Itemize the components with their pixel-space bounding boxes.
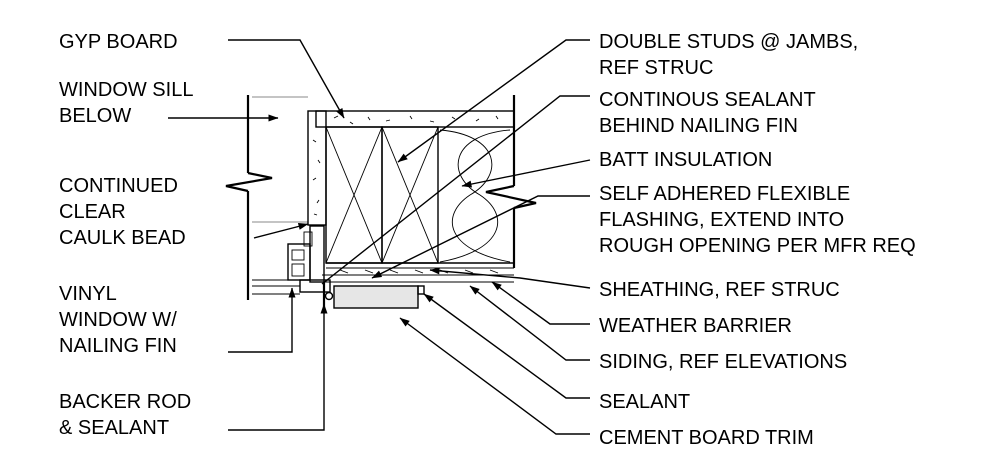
label-continuous-sealant: CONTINOUS SEALANT BEHIND NAILING FIN [599, 89, 821, 137]
left-labels: GYP BOARD WINDOW SILL BELOW CONTINUED CL… [59, 31, 198, 439]
label-cement-board-trim: CEMENT BOARD TRIM [599, 427, 814, 449]
left-interior-wall [225, 95, 308, 300]
trim-and-siding [333, 285, 425, 309]
label-backer-rod-sealant: BACKER ROD & SEALANT [59, 391, 197, 439]
double-studs-drawing [325, 126, 439, 264]
label-window-sill-below: WINDOW SILL BELOW [59, 79, 198, 127]
right-wall-break-line [485, 95, 537, 268]
label-continued-clear-caulk-bead: CONTINUED CLEAR CAULK BEAD [59, 175, 186, 249]
label-weather-barrier: WEATHER BARRIER [599, 315, 792, 337]
right-labels: DOUBLE STUDS @ JAMBS, REF STRUC CONTINOU… [599, 31, 916, 449]
sheathing-and-barrier [322, 262, 514, 283]
label-batt-insulation: BATT INSULATION [599, 149, 772, 171]
batt-insulation-drawing [439, 129, 511, 263]
label-double-studs: DOUBLE STUDS @ JAMBS, REF STRUC [599, 31, 864, 79]
label-sealant: SEALANT [599, 391, 690, 413]
label-siding: SIDING, REF ELEVATIONS [599, 351, 847, 373]
label-vinyl-window-nailing-fin: VINYL WINDOW W/ NAILING FIN [59, 283, 182, 357]
leader-lines [168, 39, 591, 435]
gyp-board-drawing [307, 110, 515, 226]
label-gyp-board: GYP BOARD [59, 31, 178, 53]
label-self-adhered-flashing: SELF ADHERED FLEXIBLE FLASHING, EXTEND I… [599, 183, 916, 257]
label-sheathing: SHEATHING, REF STRUC [599, 279, 840, 301]
